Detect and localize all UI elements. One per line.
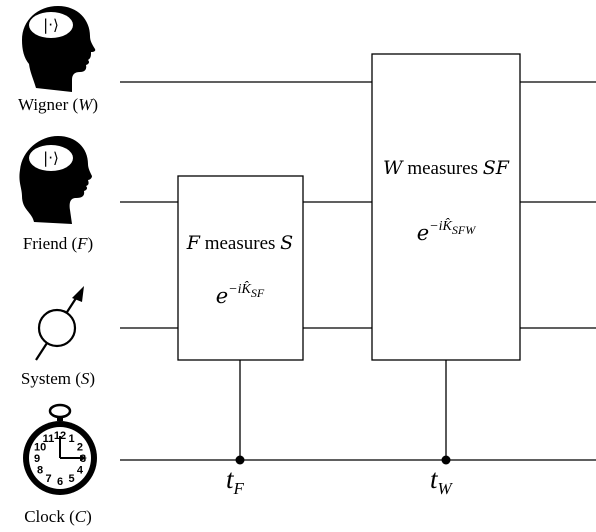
gate-friend-measures-system [177, 175, 304, 361]
clock-numeral: 9 [34, 453, 40, 465]
label-system: System (S) [21, 369, 95, 388]
clock-numeral: 7 [45, 473, 51, 485]
clock-numeral: 1 [68, 433, 74, 445]
time-label-tf: tF [226, 464, 245, 498]
gate-f-operator: e−iK̂SF [216, 281, 265, 308]
svg-text:|·⟩: |·⟩ [43, 149, 59, 167]
clock-numeral: 10 [34, 442, 46, 454]
gate-wigner-measures-sf [371, 53, 521, 361]
wigner-head-icon: |·⟩ [22, 6, 96, 92]
label-clock: Clock (C) [24, 507, 92, 526]
clock-numeral: 6 [57, 476, 63, 488]
time-label-tw: tW [430, 464, 454, 498]
clock-numeral: 4 [77, 465, 84, 477]
gate-w-operator: e−iK̂SFW [417, 218, 476, 245]
svg-text:|·⟩: |·⟩ [43, 16, 59, 34]
label-wigner: Wigner (W) [18, 95, 98, 114]
clock-icon: 121234567891011 [23, 403, 97, 495]
control-dot-tf [235, 455, 245, 465]
clock-numeral: 2 [77, 442, 83, 454]
spin-system-icon [35, 286, 84, 361]
clock-numeral: 5 [68, 473, 74, 485]
clock-numeral: 11 [43, 433, 55, 445]
gate-w-title: W measures SF [383, 157, 510, 179]
label-friend: Friend (F) [23, 234, 93, 253]
control-dot-tw [441, 455, 451, 465]
gate-f-title: F measures S [186, 232, 293, 254]
friend-head-icon: |·⟩ [19, 136, 92, 224]
clock-numeral: 8 [37, 465, 43, 477]
